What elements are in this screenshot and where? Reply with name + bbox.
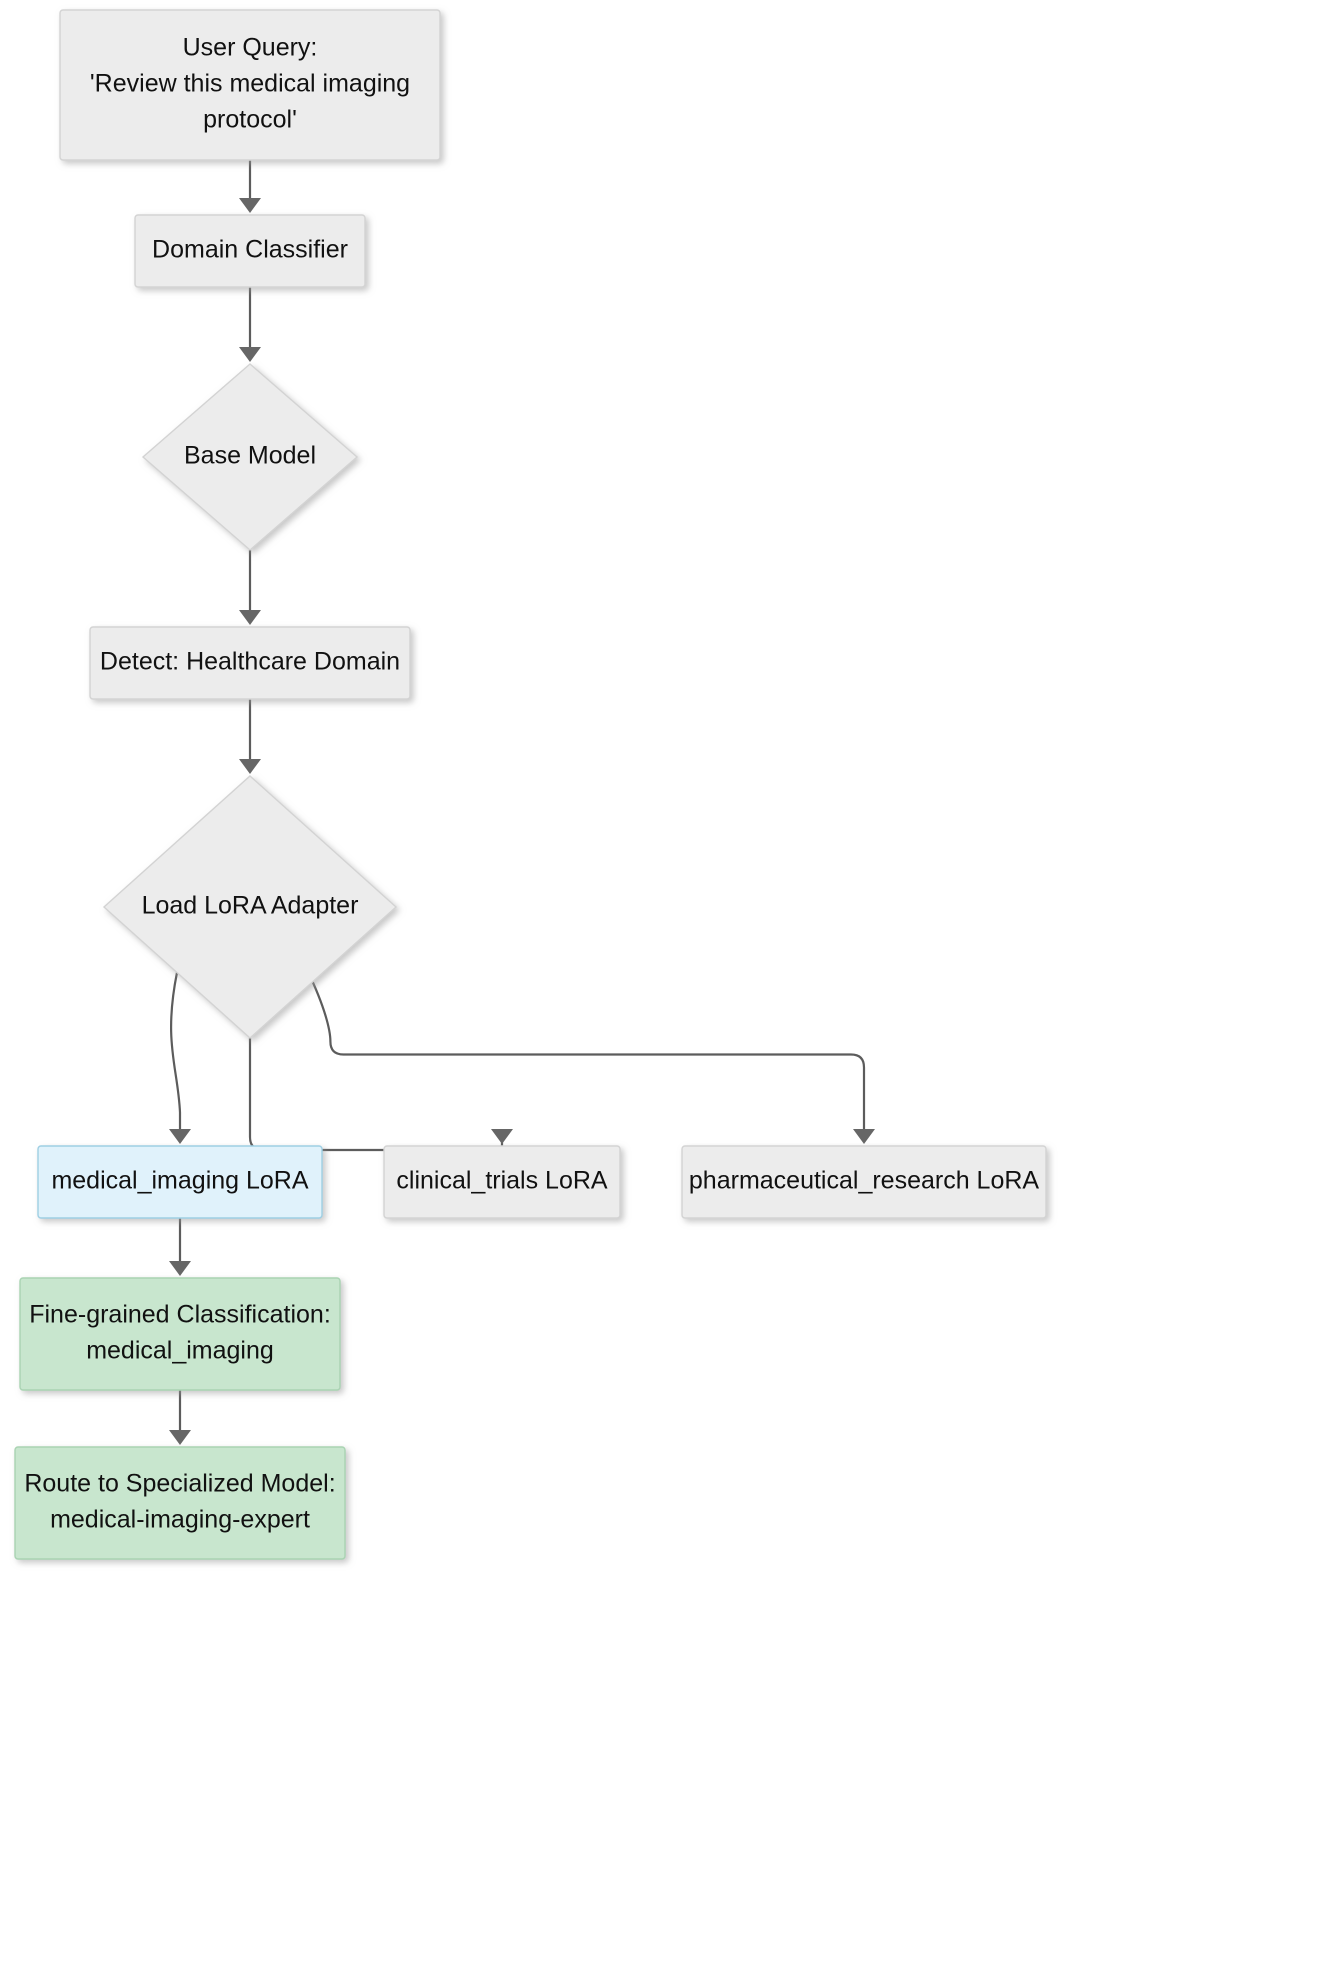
edge-load-lora-adapter-to-medical-imaging-lora [169,972,191,1144]
node-label-base-model: Base Model [184,442,316,470]
node-shape-medical-imaging-lora [37,1145,323,1219]
node-shape-user-query [59,9,441,161]
edge-medical-imaging-lora-to-fine-grained-classification [169,1218,191,1276]
node-user-query[interactable]: User Query: 'Review this medical imaging p… [59,9,441,161]
node-shape-base-model [141,363,359,551]
edge-domain-classifier-to-base-model [239,287,261,362]
node-label-medical-imaging-lora: medical_imaging LoRA [51,1167,308,1195]
node-layer: User Query: 'Review this medical imaging p… [14,9,1047,1560]
edge-line [307,972,866,1129]
edge-detect-healthcare-domain-to-load-lora-adapter [239,699,261,774]
edge-arrowhead [169,1430,191,1445]
node-fine-grained-classification[interactable]: Fine-grained Classification: medical_imag… [19,1277,341,1391]
node-shape-pharmaceutical-research-lora [681,1145,1047,1219]
edge-layer [169,160,875,1445]
node-label-fine-grained-classification: Fine-grained Classification: [29,1301,331,1329]
edge-load-lora-adapter-to-pharmaceutical-research-lora [307,972,875,1144]
node-label-pharmaceutical-research-lora: pharmaceutical_research LoRA [689,1167,1040,1195]
edge-arrowhead [169,1129,191,1144]
node-label-user-query: protocol' [203,106,297,134]
node-route-to-specialized-model[interactable]: Route to Specialized Model: medical-imagi… [14,1446,346,1560]
node-base-model[interactable]: Base Model [141,363,359,551]
edge-arrowhead [239,347,261,362]
node-shape-domain-classifier [134,214,366,288]
node-load-lora-adapter[interactable]: Load LoRA Adapter [102,775,398,1039]
edge-line [248,1038,504,1165]
edge-fine-grained-classification-to-route-to-specialized-model [169,1390,191,1445]
edge-arrowhead [169,1261,191,1276]
node-detect-healthcare-domain[interactable]: Detect: Healthcare Domain [89,626,411,700]
edge-line [169,972,182,1129]
node-label-detect-healthcare-domain: Detect: Healthcare Domain [100,648,400,676]
node-label-route-to-specialized-model: medical-imaging-expert [50,1506,310,1534]
node-shape-route-to-specialized-model [14,1446,346,1560]
node-shape-detect-healthcare-domain [89,626,411,700]
node-label-clinical-trials-lora: clinical_trials LoRA [396,1167,608,1195]
edge-arrowhead [239,759,261,774]
node-label-load-lora-adapter: Load LoRA Adapter [142,892,359,920]
edge-arrowhead [853,1129,875,1144]
node-shape-fine-grained-classification [19,1277,341,1391]
edge-arrowhead [491,1129,513,1144]
node-clinical-trials-lora[interactable]: clinical_trials LoRA [383,1145,621,1219]
node-shape-load-lora-adapter [102,775,398,1039]
node-shape-clinical-trials-lora [383,1145,621,1219]
edge-arrowhead [239,198,261,213]
node-label-route-to-specialized-model: Route to Specialized Model: [24,1470,335,1498]
edge-arrowhead [239,610,261,625]
node-pharmaceutical-research-lora[interactable]: pharmaceutical_research LoRA [681,1145,1047,1219]
edge-load-lora-adapter-to-clinical-trials-lora [248,1038,513,1165]
node-label-user-query: User Query: [183,34,318,62]
node-medical-imaging-lora[interactable]: medical_imaging LoRA [37,1145,323,1219]
edge-base-model-to-detect-healthcare-domain [239,550,261,625]
node-domain-classifier[interactable]: Domain Classifier [134,214,366,288]
node-label-user-query: 'Review this medical imaging [90,70,410,98]
node-label-domain-classifier: Domain Classifier [152,236,348,264]
edge-user-query-to-domain-classifier [239,160,261,213]
node-label-fine-grained-classification: medical_imaging [86,1337,274,1365]
